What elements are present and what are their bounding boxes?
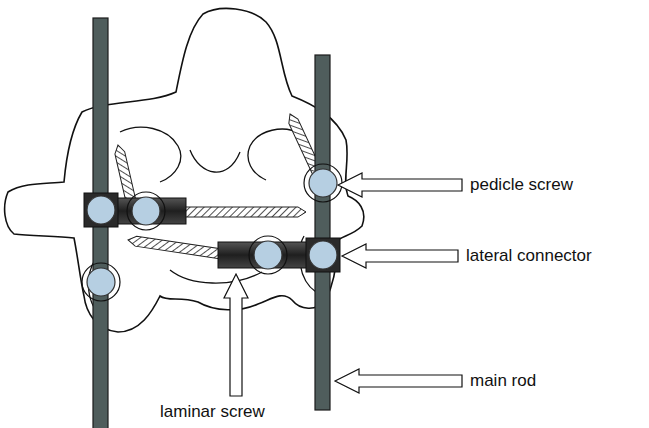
lateral-connector-bar (218, 242, 316, 268)
main-rod (315, 55, 330, 410)
pointer-arrow (342, 244, 458, 268)
laminar-screw-shaft (127, 235, 223, 259)
pointer-arrow (335, 369, 462, 393)
part-label: main rod (470, 371, 536, 391)
laminar-screw-shaft (182, 207, 306, 217)
screw-head (132, 197, 160, 225)
connector-clamp (306, 238, 340, 272)
screw-head (309, 241, 337, 269)
lamina-contour (190, 150, 240, 172)
lamina-contour (170, 270, 262, 283)
pointer-arrow (224, 274, 248, 396)
vertebra-outline (5, 8, 364, 332)
lateral-connector-bar (108, 198, 186, 224)
part-label: lateral connector (466, 246, 592, 266)
screw-head (87, 196, 115, 224)
part-label: pedicle screw (470, 175, 573, 195)
facet-contour (248, 129, 300, 180)
screw-head-ring (82, 263, 120, 301)
screw-head (254, 241, 282, 269)
screw-head-ring (304, 164, 342, 202)
pointer-arrow (338, 173, 462, 197)
screw-head-ring (127, 192, 165, 230)
screw-head (309, 169, 337, 197)
connector-clamp (84, 193, 118, 227)
part-label: laminar screw (160, 402, 265, 422)
screw-head-ring (249, 236, 287, 274)
screw-head (87, 268, 115, 296)
